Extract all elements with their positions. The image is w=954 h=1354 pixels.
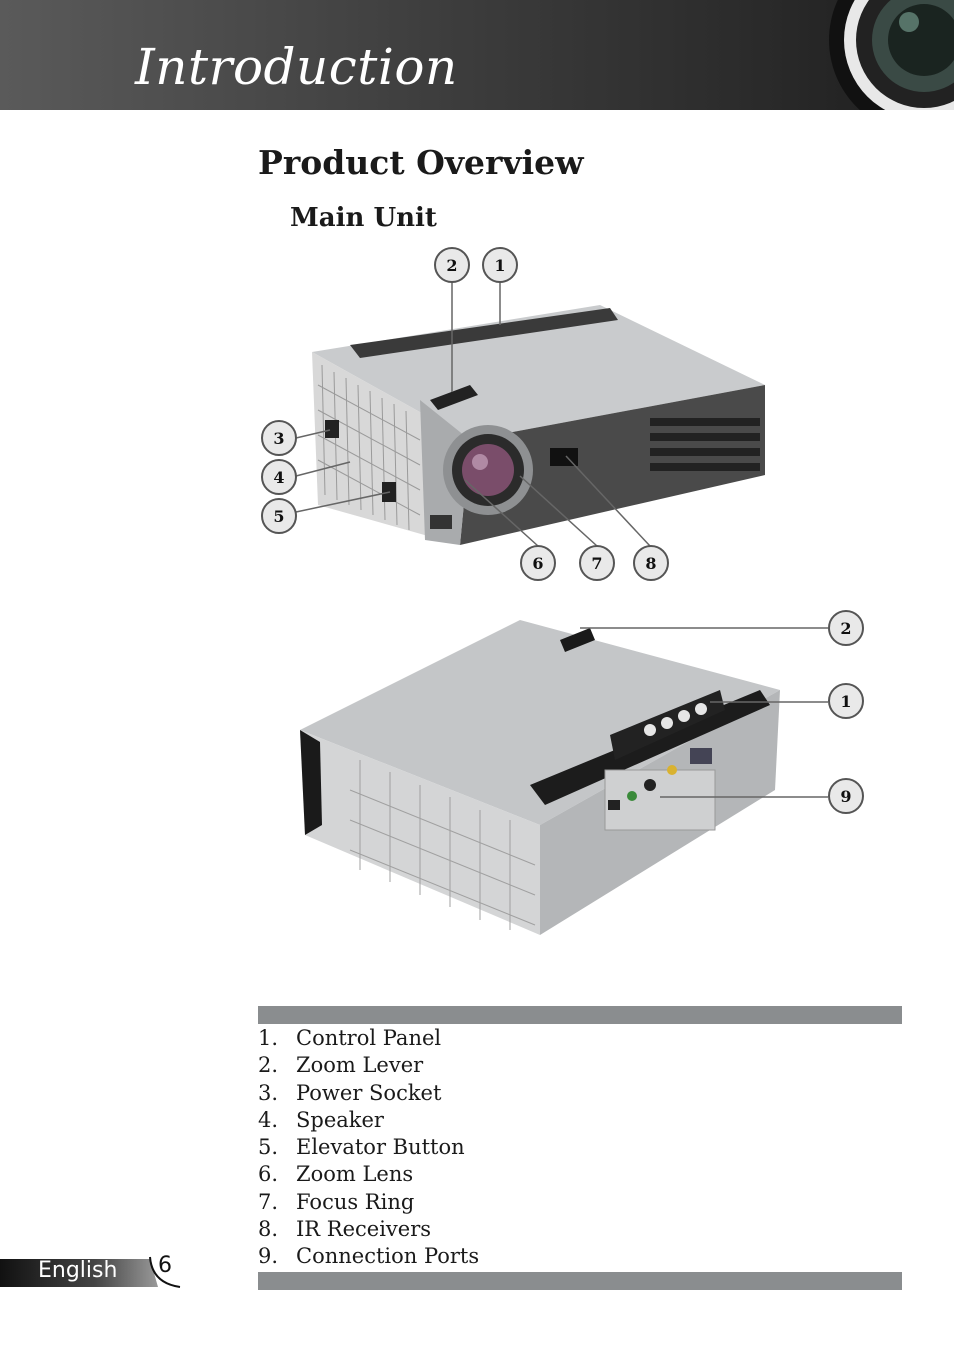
list-bottom-rule bbox=[258, 1272, 902, 1290]
list-item: 5.Elevator Button bbox=[258, 1135, 465, 1160]
section-title: Product Overview bbox=[258, 143, 584, 182]
list-item: 7.Focus Ring bbox=[258, 1189, 415, 1214]
list-item: 2.Zoom Lever bbox=[258, 1053, 424, 1078]
projector-rear-image bbox=[300, 620, 780, 935]
list-item: 3.Power Socket bbox=[258, 1080, 442, 1105]
parts-list: 1.Control Panel 2.Zoom Lever 3.Power Soc… bbox=[258, 1025, 479, 1271]
projector-diagram: 2 1 3 4 5 6 7 8 bbox=[261, 247, 864, 935]
lens-graphic-icon bbox=[829, 0, 954, 110]
list-top-rule bbox=[258, 1006, 902, 1024]
svg-text:5: 5 bbox=[273, 507, 284, 526]
svg-text:9: 9 bbox=[840, 787, 851, 806]
callout-lines-top bbox=[295, 282, 651, 547]
list-item: 1.Control Panel bbox=[258, 1026, 442, 1050]
list-item: 8.IR Receivers bbox=[258, 1217, 432, 1242]
svg-text:8: 8 bbox=[645, 554, 656, 573]
svg-text:4: 4 bbox=[273, 468, 284, 487]
list-item: 4.Speaker bbox=[258, 1107, 384, 1132]
svg-text:1: 1 bbox=[494, 256, 505, 275]
callout-lines-bottom bbox=[580, 627, 828, 798]
list-item: 9.Connection Ports bbox=[258, 1244, 480, 1269]
page-number: 6 bbox=[158, 1253, 172, 1278]
section-subtitle: Main Unit bbox=[290, 203, 437, 233]
svg-text:2: 2 bbox=[840, 619, 851, 638]
projector-front-image bbox=[312, 305, 765, 545]
footer-tab bbox=[0, 1256, 181, 1288]
footer-language: English bbox=[38, 1258, 118, 1283]
svg-text:6: 6 bbox=[532, 554, 543, 573]
callouts-bottom: 2 1 9 bbox=[828, 610, 864, 814]
callouts-top: 2 1 3 4 5 6 7 8 bbox=[261, 247, 669, 581]
header-title: Introduction bbox=[135, 38, 458, 96]
header-banner: Introduction bbox=[0, 0, 954, 110]
svg-text:2: 2 bbox=[446, 256, 457, 275]
svg-text:7: 7 bbox=[591, 554, 602, 573]
list-item: 6.Zoom Lens bbox=[258, 1162, 414, 1187]
svg-text:1: 1 bbox=[840, 692, 851, 711]
svg-text:3: 3 bbox=[273, 429, 284, 448]
